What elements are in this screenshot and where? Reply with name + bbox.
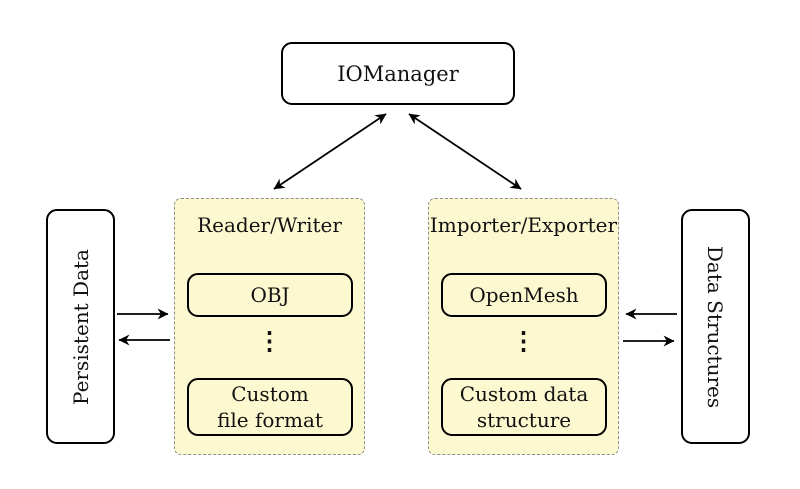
persistent-data-label: Persistent Data xyxy=(68,248,93,405)
iomanager-node: IOManager xyxy=(281,42,515,105)
custom-data-structure-node: Custom data structure xyxy=(441,378,607,436)
importer-exporter-panel: Importer/Exporter OpenMesh ⋮ Custom data… xyxy=(428,198,619,455)
reader-writer-panel: Reader/Writer OBJ ⋮ Custom file format xyxy=(174,198,365,455)
custom-data-structure-line2: structure xyxy=(476,408,572,432)
importer-exporter-ellipsis-icon: ⋮ xyxy=(511,326,536,355)
arrow-iomanager-importer-exporter xyxy=(408,113,522,190)
reader-writer-title: Reader/Writer xyxy=(197,213,342,237)
data-structures-label: Data Structures xyxy=(703,245,728,408)
reader-writer-ellipsis-icon: ⋮ xyxy=(257,326,282,355)
custom-file-format-node: Custom file format xyxy=(187,378,353,436)
custom-file-format-line1: Custom xyxy=(231,382,309,406)
openmesh-node: OpenMesh xyxy=(441,273,607,317)
custom-file-format-line2: file format xyxy=(217,408,323,432)
arrow-iomanager-reader-writer xyxy=(273,113,387,190)
importer-exporter-title: Importer/Exporter xyxy=(429,213,618,237)
data-structures-node: Data Structures xyxy=(681,209,750,444)
custom-data-structure-line1: Custom data xyxy=(459,382,589,406)
obj-node: OBJ xyxy=(187,273,353,317)
openmesh-label: OpenMesh xyxy=(469,283,579,307)
obj-label: OBJ xyxy=(250,283,290,307)
iomanager-label: IOManager xyxy=(337,61,459,86)
persistent-data-node: Persistent Data xyxy=(46,209,115,444)
